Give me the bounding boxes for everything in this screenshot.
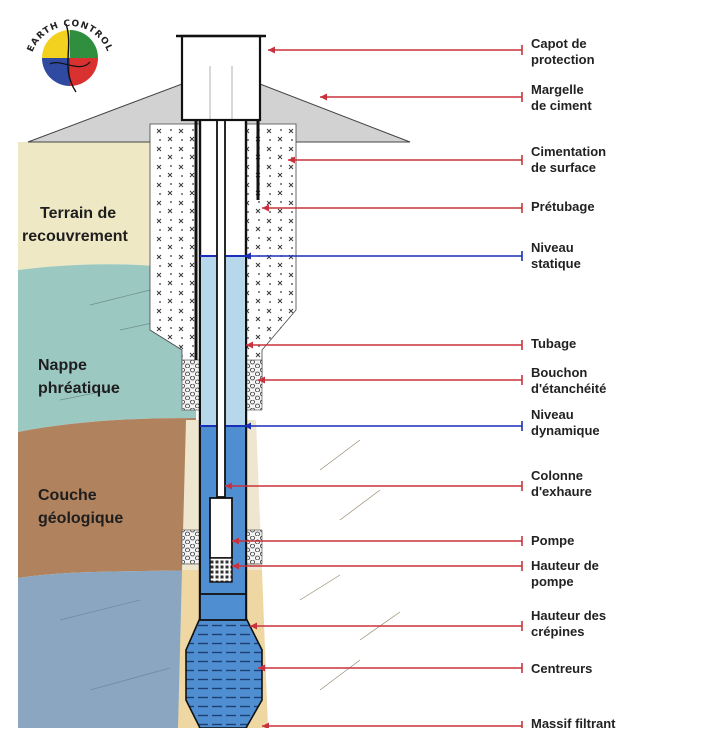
leader-lines — [225, 45, 523, 728]
label-massif: Massif filtrant — [531, 716, 616, 731]
leader-arrow-hauteur-pompe — [232, 562, 239, 570]
leader-arrow-centreurs — [258, 664, 265, 672]
label-pompe: Pompe — [531, 533, 575, 548]
layer-right-nappe — [296, 258, 460, 272]
label-centreurs: Centreurs — [531, 661, 593, 676]
earth-control-logo: EARTH CONTROL — [26, 19, 113, 93]
layer-label-couche: Couche géologique — [38, 487, 124, 527]
leader-arrow-massif — [262, 722, 269, 728]
geology-layers — [18, 142, 460, 728]
layer-label-nappe: Nappe phréatique — [38, 357, 120, 397]
leader-arrow-margelle — [320, 93, 327, 101]
crepines — [185, 617, 263, 728]
leader-arrow-niveau-dynamique — [244, 422, 251, 430]
colonne-exhaure — [216, 71, 226, 498]
leader-arrow-cimentation — [288, 156, 295, 164]
leader-arrow-colonne — [225, 482, 232, 490]
layer-label-recouvrement: Terrain de recouvrement — [22, 205, 128, 245]
leader-arrow-pompe — [232, 537, 239, 545]
layer-couche — [18, 418, 196, 578]
label-tubage: Tubage — [531, 336, 577, 351]
leader-arrow-pretubage — [262, 204, 269, 212]
layer-roche — [18, 570, 196, 728]
leader-arrow-niveau-statique — [244, 252, 251, 260]
pompe-grille — [209, 557, 233, 583]
leader-arrow-tubage — [246, 341, 253, 349]
pompe — [209, 497, 233, 559]
label-pretubage: Prétubage — [531, 199, 595, 214]
leader-arrow-bouchon — [258, 376, 265, 384]
capot — [180, 34, 262, 122]
leader-arrow-hauteur-crepines — [250, 622, 257, 630]
leader-arrow-capot — [268, 46, 275, 54]
